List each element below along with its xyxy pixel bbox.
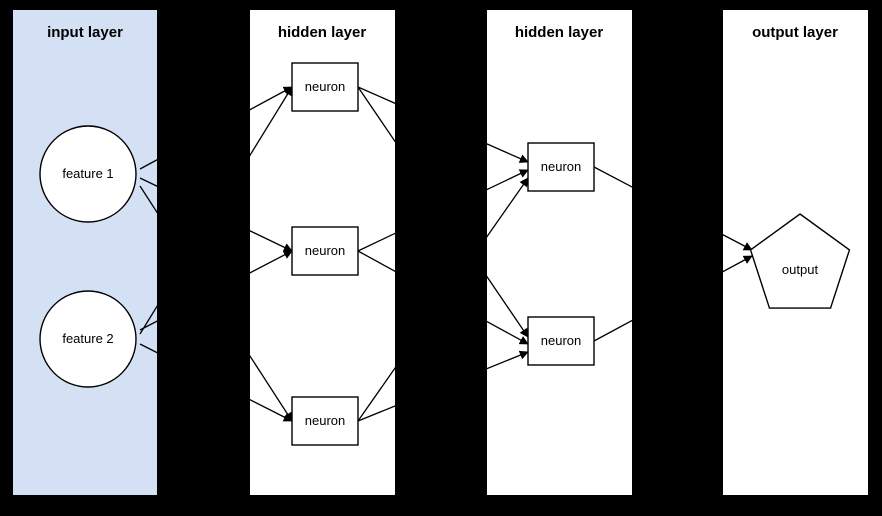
node-label-hidden1-neuron-2: neuron: [305, 243, 345, 258]
layer-title-output: output layer: [752, 24, 838, 41]
node-label-hidden2-neuron-2: neuron: [541, 333, 581, 348]
rect-shape-hidden1-neuron-1: [291, 62, 359, 112]
node-hidden2-neuron-2[interactable]: neuron: [527, 316, 595, 366]
node-label-hidden2-neuron-1: neuron: [541, 159, 581, 174]
edge-hidden1-neuron-2-to-hidden2-neuron-1: [357, 169, 529, 252]
node-label-hidden1-neuron-3: neuron: [305, 413, 345, 428]
circle-shape-feature-1: [39, 125, 137, 223]
node-hidden1-neuron-1[interactable]: neuron: [291, 62, 359, 112]
node-label-feature-2: feature 2: [62, 331, 113, 346]
node-label-hidden1-neuron-1: neuron: [305, 79, 345, 94]
rect-shape-hidden1-neuron-2: [291, 226, 359, 276]
pentagon-shape-output-node: [749, 213, 851, 309]
node-hidden1-neuron-3[interactable]: neuron: [291, 396, 359, 446]
layer-title-hidden-2: hidden layer: [515, 24, 604, 41]
node-output-node[interactable]: output: [749, 213, 851, 309]
edge-hidden1-neuron-3-to-hidden2-neuron-1: [357, 177, 529, 422]
edge-hidden2-neuron-1-to-output-node: [593, 166, 753, 251]
layer-panel-hidden-2: [487, 10, 632, 495]
edge-hidden1-neuron-1-to-feature-2: [139, 86, 293, 335]
node-hidden1-neuron-2[interactable]: neuron: [291, 226, 359, 276]
node-label-output-node: output: [782, 262, 819, 277]
rect-shape-hidden2-neuron-2: [527, 316, 595, 366]
rect-shape-hidden2-neuron-1: [527, 142, 595, 192]
edge-hidden1-neuron-1-to-hidden2-neuron-1: [357, 86, 529, 163]
node-hidden2-neuron-1[interactable]: neuron: [527, 142, 595, 192]
layer-titles: input layer hidden layer hidden layer outpu…: [47, 24, 838, 41]
node-feature-1[interactable]: feature 1: [39, 125, 137, 223]
circle-shape-feature-2: [39, 290, 137, 388]
rect-shape-hidden1-neuron-3: [291, 396, 359, 446]
connection-edges: [139, 86, 753, 422]
edge-hidden1-neuron-3-to-hidden2-neuron-2: [357, 350, 529, 422]
edge-hidden1-neuron-1-to-feature-1: [139, 86, 293, 170]
edge-hidden1-neuron-1-to-hidden2-neuron-2: [357, 86, 529, 338]
edge-hidden1-neuron-3-to-feature-2: [139, 343, 293, 422]
edge-hidden1-neuron-2-to-feature-2: [139, 250, 293, 331]
node-label-feature-1: feature 1: [62, 166, 113, 181]
node-feature-2[interactable]: feature 2: [39, 290, 137, 388]
layer-title-hidden-1: hidden layer: [278, 24, 367, 41]
edge-hidden1-neuron-2-to-feature-1: [139, 177, 293, 252]
edge-hidden2-neuron-2-to-output-node: [593, 255, 753, 342]
layer-title-input: input layer: [47, 24, 123, 41]
edge-hidden1-neuron-2-to-hidden2-neuron-2: [357, 250, 529, 345]
layer-nodes: feature 1 feature 2 neuron neuron neuron neur…: [39, 62, 851, 446]
layer-panels: [13, 10, 868, 495]
layer-panel-input: [13, 10, 157, 495]
edge-hidden1-neuron-3-to-feature-1: [139, 185, 293, 422]
